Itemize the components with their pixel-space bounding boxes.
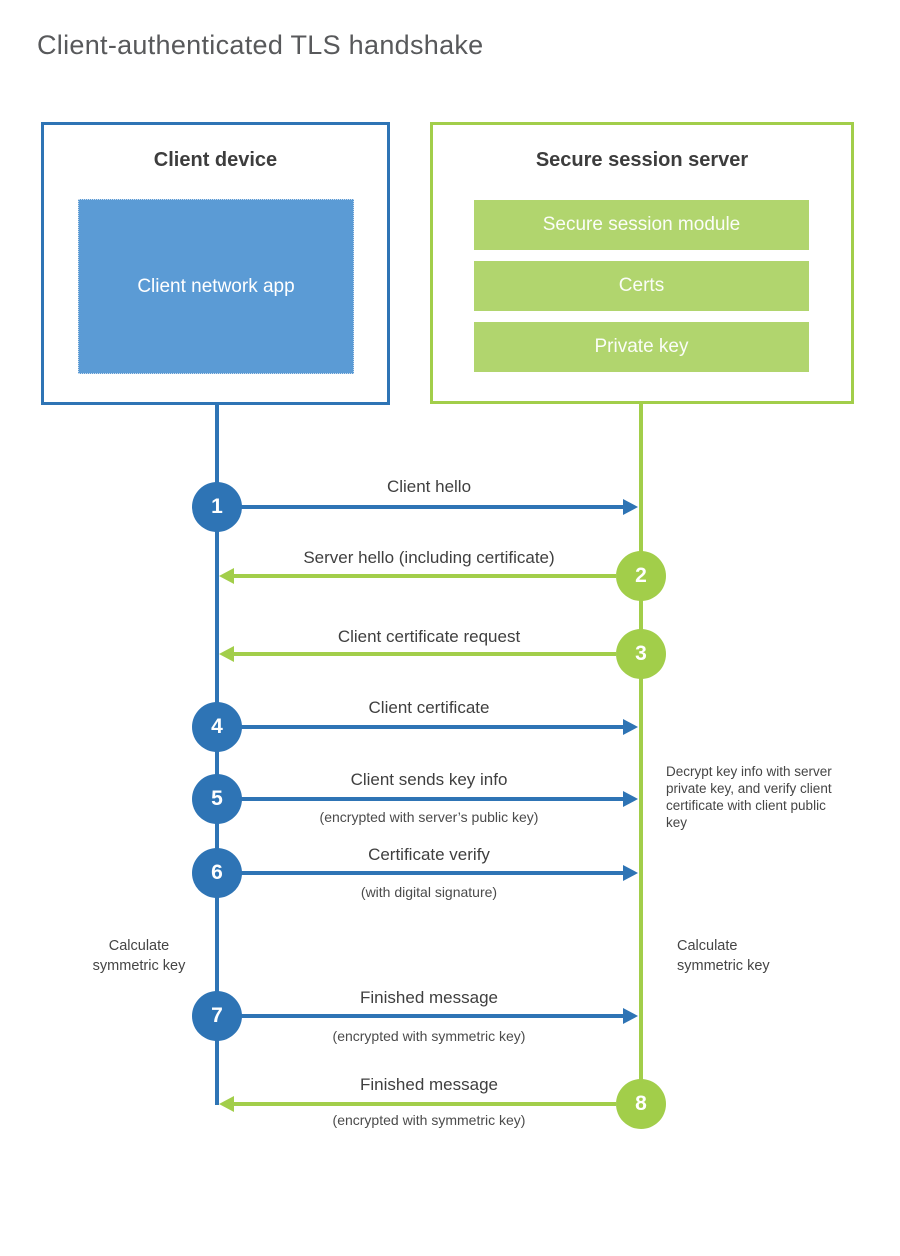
arrow-left-icon	[219, 1096, 234, 1112]
step-sublabel-5: (encrypted with server’s public key)	[319, 809, 539, 825]
arrow-line-6	[240, 871, 624, 875]
client-device-box: Client device Client network app	[41, 122, 390, 405]
arrow-line-1	[240, 505, 624, 509]
arrow-line-3	[233, 652, 616, 656]
client-calculate-symmetric-key-note: Calculate symmetric key	[92, 938, 186, 974]
arrow-line-5	[240, 797, 624, 801]
arrow-line-4	[240, 725, 624, 729]
step-label-5: Client sends key info	[350, 770, 508, 789]
arrow-right-icon	[623, 499, 638, 515]
client-device-title: Client device	[153, 149, 278, 171]
arrow-line-2	[233, 574, 616, 578]
arrow-left-icon	[219, 568, 234, 584]
step-circle-7: 7	[192, 991, 242, 1041]
step-circle-8: 8	[616, 1079, 666, 1129]
step-circle-6: 6	[192, 848, 242, 898]
step-label-6: Certificate verify	[368, 845, 490, 864]
arrow-left-icon	[219, 646, 234, 662]
server-lifeline	[639, 404, 643, 1104]
step-circle-1: 1	[192, 482, 242, 532]
arrow-right-icon	[623, 1008, 638, 1024]
arrow-right-icon	[623, 791, 638, 807]
step-circle-3: 3	[616, 629, 666, 679]
step-label-4: Client certificate	[368, 698, 490, 717]
client-network-app-label: Client network app	[137, 276, 295, 297]
step-sublabel-7: (encrypted with symmetric key)	[332, 1028, 526, 1044]
secure-session-server-title: Secure session server	[535, 149, 749, 171]
step-sublabel-8: (encrypted with symmetric key)	[332, 1112, 526, 1128]
secure-session-server-box: Secure session server Secure session mod…	[430, 122, 854, 404]
arrow-right-icon	[623, 865, 638, 881]
server-module-secure-session: Secure session module	[474, 200, 809, 250]
page-title: Client-authenticated TLS handshake	[37, 30, 484, 60]
step-label-7: Finished message	[360, 988, 498, 1007]
step-circle-5: 5	[192, 774, 242, 824]
step-circle-2: 2	[616, 551, 666, 601]
arrow-right-icon	[623, 719, 638, 735]
arrow-line-7	[240, 1014, 624, 1018]
step-circle-4: 4	[192, 702, 242, 752]
step-sublabel-6: (with digital signature)	[360, 884, 498, 900]
server-decrypt-note: Decrypt key info with server private key…	[666, 764, 832, 830]
client-network-app-module: Client network app	[78, 199, 354, 374]
server-calculate-symmetric-key-note: Calculate symmetric key	[677, 938, 770, 974]
step-label-8: Finished message	[360, 1075, 498, 1094]
arrow-line-8	[233, 1102, 616, 1106]
server-module-private-key: Private key	[474, 322, 809, 372]
step-label-1: Client hello	[386, 477, 472, 496]
step-label-2: Server hello (including certificate)	[303, 548, 555, 567]
step-label-3: Client certificate request	[337, 627, 521, 646]
server-module-certs: Certs	[474, 261, 809, 311]
client-lifeline	[215, 405, 219, 1105]
